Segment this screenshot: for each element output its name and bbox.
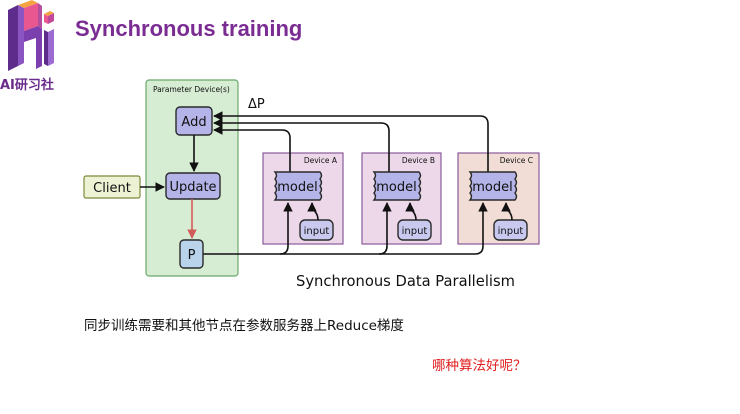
device-c-label: Device C xyxy=(500,156,533,165)
device-c-input-label: input xyxy=(498,226,524,237)
device-b-model-node xyxy=(372,171,422,201)
body-text: 同步训练需要和其他节点在参数服务器上Reduce梯度 xyxy=(84,318,404,334)
arrow-p-to-model-b xyxy=(378,202,392,255)
logo-i-dot-top-shape xyxy=(44,11,54,16)
logo-leg-shape xyxy=(24,26,42,69)
logo-stem-shape xyxy=(8,5,18,71)
arrow-model-b-to-add xyxy=(213,118,390,172)
ai-yanxishe-logo-icon xyxy=(8,0,54,71)
arrow-input-b-to-model-b xyxy=(405,202,417,221)
synchronous-data-parallelism-diagram: Parameter Device(s) Device A Device B De… xyxy=(83,79,540,290)
logo-i-dot-front-shape xyxy=(44,14,48,24)
p-node-label: P xyxy=(188,248,196,263)
device-a-input-node xyxy=(299,219,334,241)
arrow-p-to-model-a xyxy=(279,202,293,255)
arrow-p-to-model-c xyxy=(203,202,488,255)
device-a-label: Device A xyxy=(304,156,338,165)
device-a-model-label: model xyxy=(277,180,317,195)
device-a-model-node xyxy=(273,171,323,201)
logo-text: AI研习社 xyxy=(0,78,54,93)
arrow-model-a-to-add xyxy=(213,125,291,172)
device-c-model-node xyxy=(468,171,518,201)
device-c-input-node xyxy=(493,219,528,241)
logo-i-bar-front-shape xyxy=(44,30,48,66)
parameter-device-label: Parameter Device(s) xyxy=(153,85,230,94)
delta-p-label: ΔP xyxy=(248,97,265,112)
device-a-input-label: input xyxy=(304,226,330,237)
logo-top-shape xyxy=(18,0,38,8)
diagram-caption: Synchronous Data Parallelism xyxy=(296,272,515,290)
device-b-label: Device B xyxy=(402,156,435,165)
arrow-input-a-to-model-a xyxy=(307,202,319,221)
device-b-model-label: model xyxy=(376,180,416,195)
logo-i-dot-side-shape xyxy=(48,13,54,24)
logo-bowl-side-shape xyxy=(38,3,42,29)
add-node-label: Add xyxy=(181,115,206,130)
client-node-label: Client xyxy=(93,181,131,196)
p-node xyxy=(179,239,204,269)
question-text: 哪种算法好呢？ xyxy=(432,358,527,374)
device-b-input-node xyxy=(397,219,432,241)
logo-i-bar-side-shape xyxy=(48,29,54,66)
arrow-input-c-to-model-c xyxy=(501,202,513,221)
device-b-input-label: input xyxy=(402,226,428,237)
logo-stem-side-shape xyxy=(18,5,24,66)
slide-title: Synchronous training xyxy=(75,16,303,41)
logo-bowl-shape xyxy=(24,3,38,31)
update-node-label: Update xyxy=(169,180,216,195)
arrow-model-c-to-add xyxy=(213,111,489,172)
update-node xyxy=(165,172,221,200)
device-c-model-label: model xyxy=(472,180,512,195)
